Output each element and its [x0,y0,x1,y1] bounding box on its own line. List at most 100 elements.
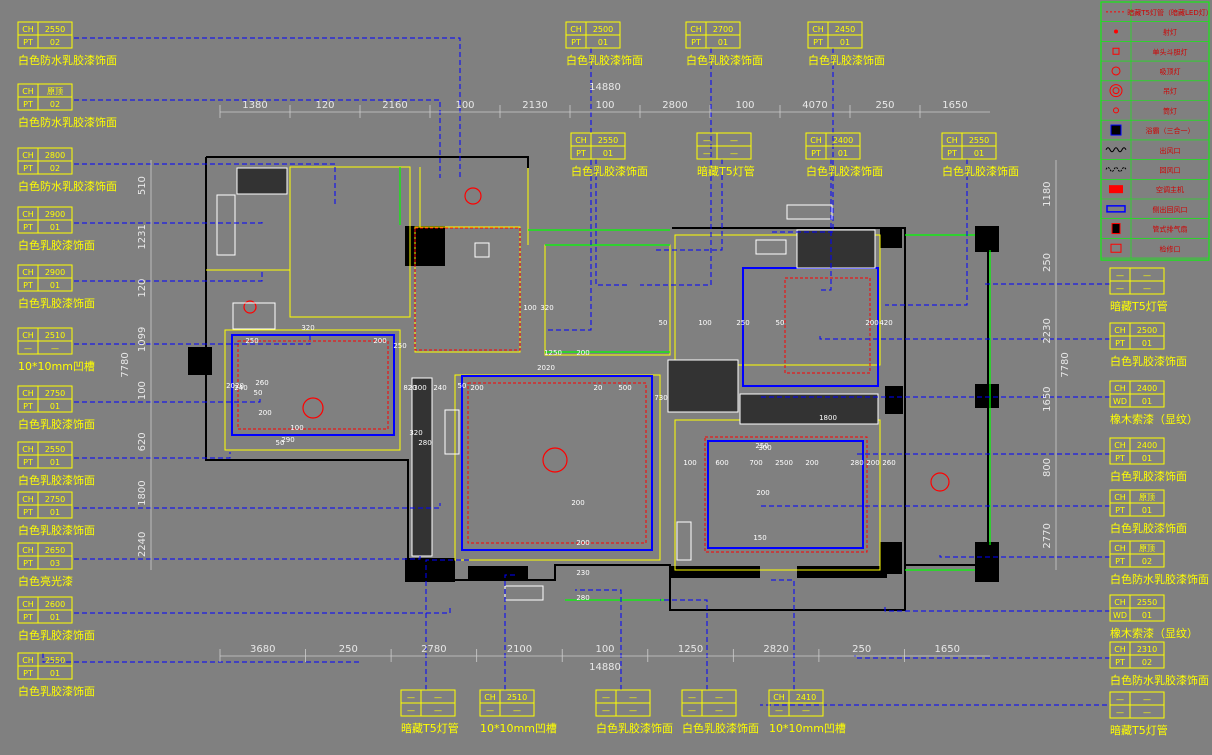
tag-bottom-code: — [1116,708,1124,717]
leader-line [74,452,231,459]
bottom-dim-1: 250 [339,644,358,655]
tag-bottom-code: WD [1113,611,1127,620]
tag-bottom-code: — [602,706,610,715]
leader-line [74,335,311,345]
legend-label: 管式排气扇 [1153,225,1188,234]
tag-label: 10*10mm凹槽 [769,722,846,735]
leader-line [74,222,263,224]
leader-line [74,163,336,205]
tag-label: 10*10mm凹槽 [480,722,557,735]
tag-bottom-value: 03 [50,559,60,568]
walls [205,156,990,611]
tag-bottom-value: — [730,149,738,158]
legend-row: 出风口 [1101,139,1209,160]
leader-line [74,398,261,403]
room-dim: 300 [413,384,426,392]
tag-label: 白色乳胶漆饰面 [682,721,759,735]
floor-plan [188,156,999,611]
bottom-dim-6: 2820 [763,644,788,655]
legend-box [1100,1,1210,261]
top-dim-1: 120 [315,100,334,111]
bottom-dim-5: 1250 [678,644,703,655]
room-dim: 50 [776,319,785,327]
leader-line [74,270,263,282]
left-dim-6: 1800 [137,480,148,505]
top-dim-5: 100 [595,100,614,111]
leader-line [74,99,441,178]
ceiling-tag-b4: ————白色乳胶漆饰面 [681,689,759,735]
tag-bottom-value: 02 [50,164,60,173]
tag-top-value: — [730,136,738,145]
tag-top-value: 2410 [796,693,816,702]
room-dim: 200 [373,337,386,345]
tag-top-value: 2310 [1137,645,1157,654]
left-dim-1: 1231 [137,224,148,249]
tag-label: 白色乳胶漆饰面 [1110,354,1187,368]
legend-row: 暗藏T5灯管（暗藏LED灯） [1101,2,1212,23]
tag-label: 暗藏T5灯管 [401,721,459,735]
legend-row: 侧出回风口 [1101,199,1209,219]
tag-bottom-value: 01 [50,669,60,678]
room-dim: 50 [458,382,467,390]
tag-bottom-value: 01 [50,281,60,290]
tag-bottom-value: 02 [50,38,60,47]
top-dim-8: 4070 [802,100,827,111]
tag-top-code: CH [1114,493,1126,502]
legend-row: 管式排气扇 [1101,218,1209,239]
legend-label: 吊灯 [1163,87,1177,96]
legend-label: 筒灯 [1163,106,1177,115]
leader-line [74,503,441,509]
room-dim: 280 [850,459,863,467]
tag-bottom-value: — [802,706,810,715]
room-dim: 250 [736,319,749,327]
top-dim-7: 100 [735,100,754,111]
room-dim: 200 [571,499,584,507]
tag-bottom-value: 01 [598,38,608,47]
tag-label: 白色乳胶漆饰面 [596,721,673,735]
top-dim-3: 100 [455,100,474,111]
room-dim: 150 [753,534,766,542]
tag-bottom-code: PT [23,613,33,622]
top-dim-10: 1650 [942,100,967,111]
tag-label: 10*10mm凹槽 [18,360,95,373]
tag-bottom-code: — [703,149,711,158]
leader-line [545,48,592,331]
tag-top-value: 2750 [45,389,65,398]
room-dim: 230 [576,569,589,577]
room-dim: 500 [618,384,631,392]
tag-bottom-code: PT [23,508,33,517]
room-dim: 100 [698,319,711,327]
left-dim-4: 100 [137,381,148,400]
tag-bottom-value: — [1143,708,1151,717]
legend-label: 射灯 [1163,28,1177,37]
tag-label: 白色乳胶漆饰面 [18,684,95,698]
room-dim: 250 [755,442,768,450]
tag-bottom-value: — [513,706,521,715]
room-dim: 320 [301,324,314,332]
tag-bottom-value: 01 [50,508,60,517]
tag-bottom-value: — [629,706,637,715]
leader-line [575,589,622,690]
room-dim: 820 [403,384,416,392]
ceiling-tag-r1: ————暗藏T5灯管 [1109,267,1168,313]
tag-bottom-value: 01 [1142,339,1152,348]
legend-row: 浴霸（三合一） [1101,120,1209,141]
blue-ceiling-outlines [231,267,879,551]
bottom-dim-0: 3680 [250,644,275,655]
legend-label: 回风口 [1160,166,1181,174]
legend-label: 侧出回风口 [1153,205,1188,214]
tag-bottom-code: PT [813,38,823,47]
tag-top-code: CH [1114,598,1126,607]
tag-bottom-code: PT [691,38,701,47]
tag-bottom-code: PT [1115,454,1125,463]
ceiling-tag-b1: ————暗藏T5灯管 [400,689,459,735]
room-dim: 2020 [537,364,555,372]
vent-hatches [236,167,879,557]
tag-top-code: CH [690,25,702,34]
